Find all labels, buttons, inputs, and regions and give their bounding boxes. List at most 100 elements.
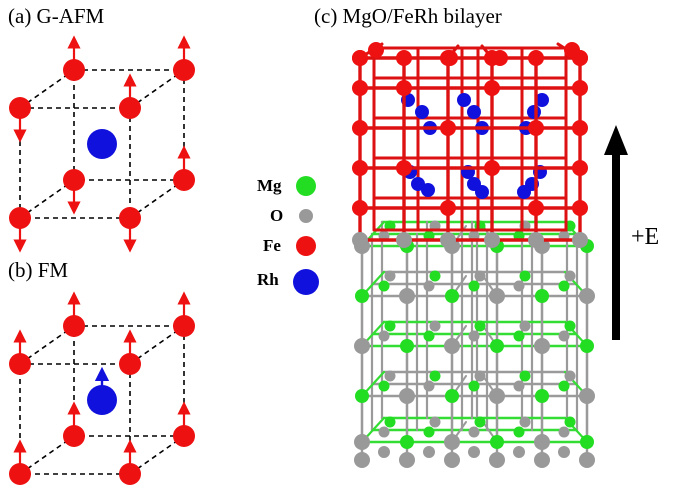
fe-atom bbox=[484, 80, 500, 96]
cell-edge bbox=[19, 69, 75, 109]
mgo-ferh-bilayer-structure bbox=[352, 42, 595, 468]
g-afm-cell bbox=[9, 35, 195, 253]
fe-atom bbox=[63, 169, 85, 191]
mg-atom bbox=[558, 280, 570, 292]
o-atom bbox=[354, 434, 370, 450]
mg-atom bbox=[400, 435, 414, 449]
fe-atom bbox=[396, 160, 412, 176]
rh-atom bbox=[475, 185, 489, 199]
mg-atom bbox=[474, 320, 486, 332]
mg-atom bbox=[535, 389, 549, 403]
mg-atom bbox=[519, 270, 531, 282]
fe-atom bbox=[396, 50, 412, 66]
fe-atom bbox=[572, 160, 588, 176]
fe-atom bbox=[572, 200, 588, 216]
fe-atom bbox=[9, 207, 31, 229]
legend bbox=[293, 176, 319, 295]
rh-atom bbox=[535, 93, 549, 107]
fe-atom bbox=[119, 207, 141, 229]
mg-atom bbox=[423, 330, 435, 342]
o-atom bbox=[399, 288, 415, 304]
mg-atom bbox=[384, 416, 396, 428]
legend-o-label: O bbox=[270, 206, 284, 225]
cell-edge bbox=[129, 179, 185, 219]
rh-atom bbox=[415, 105, 429, 119]
fe-atom bbox=[173, 425, 195, 447]
mg-atom bbox=[535, 289, 549, 303]
fe-atom bbox=[119, 463, 141, 485]
fe-atom bbox=[368, 42, 384, 58]
o-atom bbox=[579, 288, 595, 304]
fe-atom bbox=[173, 59, 195, 81]
panel-a-title: (a) G-AFM bbox=[8, 4, 105, 28]
mg-atom bbox=[445, 289, 459, 303]
mg-atom bbox=[580, 339, 594, 353]
o-atom bbox=[474, 270, 486, 282]
o-atom bbox=[378, 426, 390, 438]
cell-edge bbox=[129, 69, 185, 109]
fe-atom bbox=[352, 80, 368, 96]
legend-o-ball bbox=[299, 209, 313, 223]
mg-atom bbox=[580, 435, 594, 449]
mg-atom bbox=[355, 289, 369, 303]
mg-atom bbox=[355, 389, 369, 403]
o-atom bbox=[564, 270, 576, 282]
fe-atom bbox=[352, 200, 368, 216]
rh-atom bbox=[517, 185, 531, 199]
o-atom bbox=[444, 452, 460, 468]
cell-edge bbox=[19, 325, 75, 365]
fe-atom bbox=[352, 50, 368, 66]
o-atom bbox=[474, 370, 486, 382]
fe-atom bbox=[119, 97, 141, 119]
mg-atom bbox=[384, 320, 396, 332]
o-atom bbox=[399, 452, 415, 468]
o-atom bbox=[423, 280, 435, 292]
o-atom bbox=[468, 330, 480, 342]
mg-atom bbox=[378, 380, 390, 392]
o-atom bbox=[468, 446, 480, 458]
o-atom bbox=[423, 380, 435, 392]
fe-atom bbox=[396, 80, 412, 96]
legend-fe-label: Fe bbox=[263, 236, 281, 255]
o-atom bbox=[534, 434, 550, 450]
o-atom bbox=[579, 388, 595, 404]
rh-atom bbox=[457, 93, 471, 107]
o-atom bbox=[444, 338, 460, 354]
o-atom bbox=[378, 446, 390, 458]
panel-c-title: (c) MgO/FeRh bilayer bbox=[314, 4, 502, 28]
legend-rh-ball bbox=[293, 269, 319, 295]
o-atom bbox=[558, 426, 570, 438]
panel-b-title: (b) FM bbox=[8, 258, 69, 282]
o-atom bbox=[423, 446, 435, 458]
o-atom bbox=[558, 330, 570, 342]
fe-atom bbox=[528, 50, 544, 66]
fe-atom bbox=[484, 160, 500, 176]
fe-atom bbox=[9, 463, 31, 485]
mg-atom bbox=[564, 416, 576, 428]
o-atom bbox=[396, 232, 412, 248]
mg-atom bbox=[378, 280, 390, 292]
o-atom bbox=[354, 338, 370, 354]
o-atom bbox=[558, 446, 570, 458]
o-atom bbox=[513, 446, 525, 458]
o-atom bbox=[440, 232, 456, 248]
mg-atom bbox=[490, 435, 504, 449]
fe-atom bbox=[173, 315, 195, 337]
rh-atom bbox=[527, 105, 541, 119]
mg-atom bbox=[468, 380, 480, 392]
fe-atom bbox=[564, 42, 580, 58]
fe-atom bbox=[63, 425, 85, 447]
fe-atom bbox=[63, 59, 85, 81]
o-atom bbox=[352, 232, 368, 248]
mg-atom bbox=[513, 330, 525, 342]
cell-edge bbox=[19, 435, 75, 475]
o-atom bbox=[513, 280, 525, 292]
o-atom bbox=[399, 388, 415, 404]
fe-atom bbox=[442, 50, 458, 66]
o-atom bbox=[384, 370, 396, 382]
fe-atom bbox=[440, 200, 456, 216]
fe-atom bbox=[119, 353, 141, 375]
o-atom bbox=[534, 338, 550, 354]
electric-field-arrow bbox=[604, 125, 628, 340]
